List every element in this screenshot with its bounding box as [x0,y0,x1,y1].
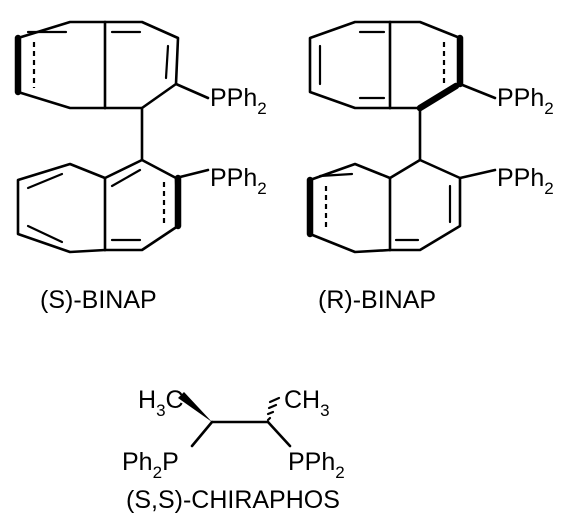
r-binap-pph2-top: PPh2 [497,84,554,118]
r-binap-pph2-bottom: PPh2 [497,164,554,198]
r-binap-c-p-bond-top [458,82,497,100]
chiraphos-right-cp-bond [266,420,292,448]
r-binap-upper-naphthalene [308,20,464,112]
s-binap-upper-naphthalene [14,20,180,110]
s-binap-c-p-bond-bottom [174,168,210,180]
chiraphos-hashed-bond [266,396,281,422]
s-binap-pph2-bottom: PPh2 [210,164,267,198]
chiraphos-caption: (S,S)-CHIRAPHOS [126,486,340,514]
r-binap-structure: PPh2 PPh2 (R)-BINAP [306,20,554,314]
s-binap-caption: (S)-BINAP [40,286,157,314]
r-binap-c-p-bond-bottom [458,168,497,180]
chiraphos-structure: H3C CH3 Ph2P PPh2 (S,S)-CHIRAPHOS [122,386,345,514]
s-binap-structure: PPh2 PPh2 (S)-BINAP [14,20,267,314]
r-binap-lower-naphthalene [306,158,462,254]
chiraphos-left-cp-bond [190,420,214,448]
chiraphos-wedge-bond [178,392,212,422]
r-binap-caption: (R)-BINAP [318,286,436,314]
s-binap-lower-naphthalene [16,158,182,254]
chiraphos-left-phosphine: Ph2P [122,448,179,482]
chiraphos-right-methyl: CH3 [284,386,330,420]
chiraphos-left-methyl: H3C [138,386,184,420]
s-binap-c-p-bond-top [174,82,210,100]
chiraphos-right-phosphine: PPh2 [288,448,345,482]
s-binap-pph2-top: PPh2 [210,84,267,118]
